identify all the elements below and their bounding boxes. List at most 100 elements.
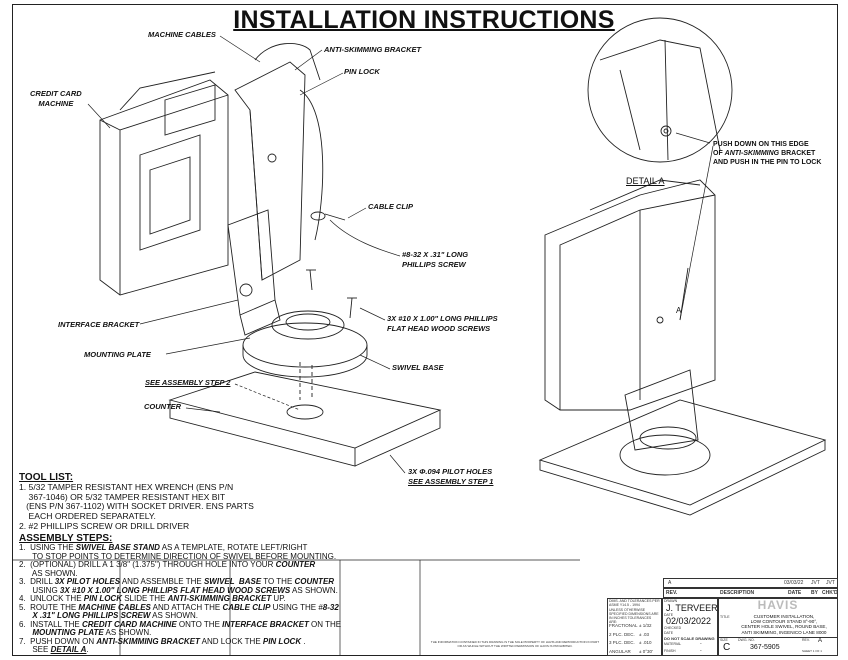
step-text: AS A TEMPLATE, ROTATE LEFT/RIGHT: [159, 543, 308, 552]
label-machine-cables: MACHINE CABLES: [148, 30, 216, 39]
finish-label: FINISH: [664, 649, 676, 653]
assembly-step-line: 5. ROUTE THE MACHINE CABLES AND ATTACH T…: [19, 602, 341, 613]
size-label: SIZE: [720, 638, 728, 642]
page-title: INSTALLATION INSTRUCTIONS: [0, 6, 848, 34]
title-block: A 03/03/22 JVT JVT REV. DESCRIPTION DATE…: [420, 574, 838, 656]
emphasized-term: MACHINE CABLES: [78, 602, 151, 612]
text: BRACKET: [779, 150, 816, 157]
assembly-step-line: 1. USING THE SWIVEL BASE STAND AS A TEMP…: [19, 543, 341, 553]
label-swivel-base: SWIVEL BASE: [392, 363, 444, 372]
tool-list-item: EACH ORDERED SEPARATELY.: [19, 511, 156, 522]
step-text: ON THE: [308, 619, 342, 629]
assembled-view-drawing: [538, 179, 827, 516]
emphasized-term: SWIVEL BASE STAND: [75, 543, 160, 552]
title-label: TITLE: [720, 615, 730, 619]
rev-current: A: [818, 638, 823, 644]
assembly-steps-heading: ASSEMBLY STEPS:: [19, 533, 113, 544]
label-line: CREDIT CARD: [30, 89, 82, 98]
rev-by: JVT: [811, 580, 820, 586]
label-cable-clip: CABLE CLIP: [368, 202, 413, 211]
tool-list-item: (ENS P/N 367-1102) WITH SOCKET DRIVER. E…: [19, 501, 254, 512]
label-mounting-plate: MOUNTING PLATE: [84, 350, 151, 359]
step-text: AND LOCK THE: [199, 636, 263, 646]
label-line: SEE ASSEMBLY STEP 1: [408, 477, 494, 486]
tool-list-item: 1. 5/32 TAMPER RESISTANT HEX WRENCH (ENS…: [19, 482, 234, 492]
step-text: 1. USING THE: [19, 543, 76, 552]
step-text: AS SHOWN.: [103, 628, 152, 637]
header-chkd: CHK'D: [822, 590, 838, 596]
drawing-frame: [12, 4, 838, 656]
step-text: 2. (OPTIONAL) DRILL A 1 3/8" (1.375") TH…: [19, 560, 276, 569]
text: ANTI-SKIMMING: [724, 150, 780, 157]
label-line: PHILLIPS SCREW: [402, 260, 466, 269]
label-interface-bracket: INTERFACE BRACKET: [58, 320, 140, 329]
proprietary-note: THE INFORMATION CONTAINED IN THIS DRAWIN…: [430, 640, 600, 648]
label-anti-skimming-bracket: ANTI-SKIMMING BRACKET: [324, 45, 422, 54]
tolerance-row: ANGULAR± 0°30': [609, 648, 653, 657]
label-pin-lock: PIN LOCK: [344, 67, 380, 76]
drawing-title-line: ANTI SKIMMING, INGENICO LANE 8000: [741, 629, 827, 635]
label-line: 3X #10 X 1.00" LONG PHILLIPS: [387, 314, 498, 323]
assembly-steps: ASSEMBLY STEPS: 1. USING THE SWIVEL BASE…: [19, 533, 341, 655]
label-line: 3X Φ.094 PILOT HOLES: [408, 467, 493, 476]
tolerance-row: 3 PLC. DEC. ± .010: [609, 639, 653, 648]
label-wood-screws: 3X #10 X 1.00" LONG PHILLIPS FLAT HEAD W…: [387, 314, 498, 334]
swivel-base-drawing: [242, 310, 368, 400]
emphasized-term: ANTI-SKIMMING BRACKET: [167, 594, 272, 603]
step-text: TO THE: [261, 577, 295, 586]
label-line: OF ANTI-SKIMMING BRACKET: [713, 149, 821, 158]
tolerance-note: DIMS. AND TOLERANCES PER ASME Y14.5 - 19…: [609, 599, 660, 607]
emphasized-term: 3X PILOT HOLES: [54, 577, 121, 586]
counter-drawing: [168, 371, 442, 467]
assembly-step-line: MOUNTING PLATE AS SHOWN.: [19, 628, 341, 638]
emphasized-term: 3X #10 X 1.00" LONG PHILLIPS FLAT HEAD W…: [59, 585, 291, 595]
label-line: #8-32 X .31" LONG: [402, 250, 469, 259]
assembly-step-line: 3. DRILL 3X PILOT HOLES AND ASSEMBLE THE…: [19, 577, 341, 587]
step-text: 6. INSTALL THE: [19, 619, 82, 629]
tolerance-value: ± 0°30': [639, 648, 653, 654]
emphasized-term: CABLE CLIP: [222, 602, 271, 612]
step-text: USING THE #: [270, 602, 323, 612]
assembly-step-line: 6. INSTALL THE CREDIT CARD MACHINE ONTO …: [19, 619, 342, 630]
header-by: BY: [811, 590, 818, 596]
tolerance-label: 2 PLC. DEC.: [609, 631, 635, 637]
emphasized-term: SWIVEL BASE: [203, 577, 262, 586]
step-text: SLIDE THE: [122, 594, 168, 603]
header-rev: REV.: [666, 590, 678, 596]
tolerance-value: ± .010: [639, 640, 652, 645]
tolerance-note-2: UNLESS OTHERWISE SPECIFIED DIMENSIONS AR…: [609, 608, 659, 624]
material-label: MATERIAL: [664, 642, 682, 646]
emphasized-term: INTERFACE BRACKET: [222, 619, 309, 629]
assembly-step-line: TO STOP POINTS TO DETERMINE DIRECTION OF…: [19, 552, 341, 562]
assembly-step-line: AS SHOWN.: [19, 569, 341, 579]
company-logo: HAVIS: [757, 598, 799, 612]
detail-marker: A: [676, 306, 682, 315]
emphasized-term: CREDIT CARD MACHINE: [81, 619, 177, 629]
step-text: 3. DRILL: [19, 577, 55, 586]
label-detail-a: DETAIL A: [626, 176, 665, 186]
emphasized-term: DETAIL A: [50, 645, 87, 654]
screws-drawing: [306, 269, 357, 319]
drawing-title: CUSTOMER INSTALLATION,LOW CONTOUR STAND …: [731, 614, 837, 635]
rev-label: REV.: [802, 638, 810, 642]
tolerance-row: FRACTIONAL± 1/32: [609, 622, 653, 631]
tolerance-label: 3 PLC. DEC.: [609, 640, 635, 645]
tool-list: TOOL LIST: 1. 5/32 TAMPER RESISTANT HEX …: [19, 472, 254, 532]
emphasized-term: PIN LOCK: [262, 636, 302, 646]
date2-label: DATE: [664, 631, 674, 635]
tool-list-heading: TOOL LIST:: [19, 472, 74, 483]
label-see-step-2: SEE ASSEMBLY STEP 2: [145, 378, 231, 387]
step-text: AS SHOWN.: [150, 611, 198, 620]
emphasized-term: ANTI-SKIMMING BRACKET: [96, 636, 200, 646]
tolerance-label: FRACTIONAL: [609, 623, 638, 628]
step-text: USING: [19, 585, 60, 595]
credit-card-machine-drawing: [99, 71, 229, 296]
header-description: DESCRIPTION: [720, 590, 755, 596]
step-text: UP.: [271, 594, 286, 603]
step-text: .: [301, 636, 306, 646]
emphasized-term: COUNTER: [294, 577, 335, 586]
drawing-title-line: LOW CONTOUR STAND 8°-90°,: [750, 619, 818, 625]
drawn-date: 02/03/2022: [666, 615, 712, 626]
assembly-steps-lines: 1. USING THE SWIVEL BASE STAND AS A TEMP…: [19, 543, 342, 655]
